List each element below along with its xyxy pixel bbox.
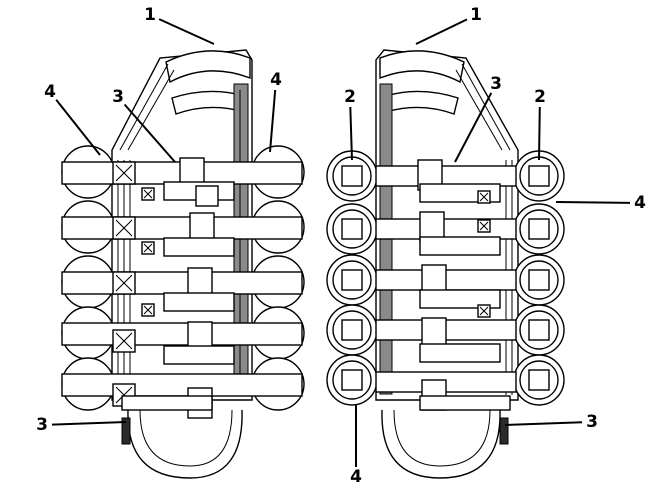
callout-label: 3 (490, 74, 502, 94)
left-cylinder-column (327, 151, 377, 405)
leader-line (270, 90, 275, 152)
strap-row (376, 372, 516, 410)
right-view (327, 50, 564, 478)
callout-label: 2 (534, 87, 546, 107)
leader-line (56, 100, 100, 155)
callout-label: 2 (344, 87, 356, 107)
leader-line (556, 202, 630, 203)
leader-line (416, 19, 467, 44)
callout: 2 (534, 87, 546, 160)
lower-loop (382, 410, 500, 478)
callout: 3 (505, 412, 598, 432)
leader-line (52, 422, 126, 425)
callout: 1 (144, 5, 214, 44)
callout-label: 4 (44, 82, 56, 102)
callout-label: 4 (634, 193, 646, 213)
right-cylinder-column (514, 151, 564, 405)
callout: 2 (344, 87, 356, 160)
left-view (62, 50, 304, 478)
leader-line (539, 107, 540, 160)
callout: 4 (270, 70, 282, 152)
callout-label: 1 (144, 5, 156, 25)
strap-row (62, 158, 302, 206)
callout-label: 1 (470, 5, 482, 25)
callout: 1 (416, 5, 482, 44)
callout-label: 4 (270, 70, 282, 90)
lower-loop (128, 410, 242, 478)
callout-label: 4 (350, 467, 362, 487)
callout: 3 (36, 415, 126, 435)
leader-line (505, 422, 582, 425)
callout: 4 (556, 193, 646, 213)
callout-label: 3 (36, 415, 48, 435)
callout: 4 (44, 82, 100, 155)
leader-line (159, 19, 214, 44)
callout-label: 3 (586, 412, 598, 432)
callout-label: 3 (112, 87, 124, 107)
callout: 4 (350, 405, 362, 487)
